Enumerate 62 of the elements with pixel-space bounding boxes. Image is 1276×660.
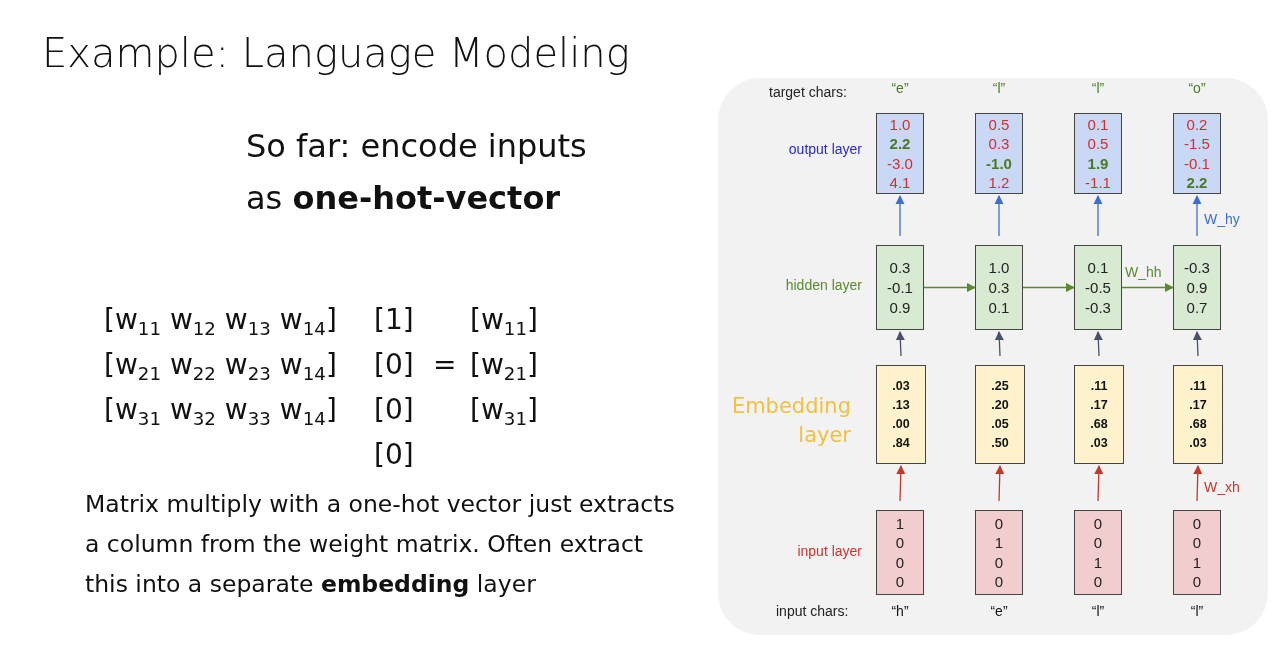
- arrow: [1022, 282, 1075, 293]
- arrow: [994, 331, 1004, 357]
- arrow: [1093, 195, 1103, 237]
- character-label: “o”: [1188, 80, 1206, 96]
- input-vector-box: 1 0 0 0: [876, 510, 924, 595]
- row-label: input chars:: [776, 603, 849, 619]
- layer-label: input layer: [797, 543, 862, 559]
- character-label: “l”: [1091, 603, 1105, 619]
- character-label: “l”: [1091, 80, 1105, 96]
- character-label: “e”: [891, 80, 909, 96]
- equals-sign: =: [433, 348, 457, 381]
- arrow: [1121, 282, 1174, 293]
- arrow: [1192, 195, 1202, 237]
- slide-title: Example: Language Modeling: [42, 30, 630, 76]
- arrow: [995, 465, 1005, 502]
- character-label: “l”: [1190, 603, 1204, 619]
- matrix-row: [w$_{31}$ w$_{32}$ w$_{33}$ w$_{14}$]: [104, 393, 337, 430]
- input-vector-box: 0 0 1 0: [1173, 510, 1221, 595]
- input-vector-box: 0 1 0 0: [975, 510, 1023, 595]
- character-label: “l”: [992, 80, 1006, 96]
- hidden-vector-box: -0.3 0.9 0.7: [1173, 245, 1221, 330]
- weight-label: W_hh: [1125, 263, 1162, 280]
- arrow: [1093, 331, 1103, 357]
- row-label: target chars:: [769, 84, 847, 100]
- statement-text: So far: encode inputs as one-hot-vector: [246, 126, 588, 219]
- matrix-row: [w$_{11}$ w$_{12}$ w$_{13}$ w$_{14}$]: [104, 303, 337, 340]
- embedding-vector-box: .25 .20 .05 .50: [975, 365, 1025, 464]
- embedding-vector-box: .11 .17 .68 .03: [1173, 365, 1223, 464]
- layer-label: Embedding layer: [731, 393, 851, 449]
- result-entry: [w$_{21}$]: [470, 348, 538, 385]
- layer-label: output layer: [788, 141, 862, 157]
- result-entry: [w$_{11}$]: [470, 303, 538, 340]
- output-vector-box: 1.0 2.2 -3.0 4.1: [876, 113, 924, 194]
- layer-label: hidden layer: [785, 277, 862, 293]
- weight-label: W_xh: [1204, 478, 1240, 495]
- arrow: [895, 195, 905, 237]
- embedding-vector-box: .11 .17 .68 .03: [1074, 365, 1124, 464]
- hidden-vector-box: 1.0 0.3 0.1: [975, 245, 1023, 330]
- arrow: [895, 331, 905, 357]
- arrow: [1193, 465, 1203, 502]
- arrow: [1192, 331, 1202, 357]
- arrow: [923, 282, 976, 293]
- vector-entry: [0]: [374, 393, 414, 426]
- embedding-vector-box: .03 .13 .00 .84: [876, 365, 926, 464]
- matrix-row: [w$_{21}$ w$_{22}$ w$_{23}$ w$_{14}$]: [104, 348, 337, 385]
- vector-entry: [1]: [374, 303, 414, 336]
- vector-entry: [0]: [374, 348, 414, 381]
- arrow: [896, 465, 906, 502]
- vector-entry: [0]: [374, 438, 414, 471]
- result-entry: [w$_{31}$]: [470, 393, 538, 430]
- explanation-text: Matrix multiply with a one-hot vector just extracts a column from the weight matrix. Often extract this into a separate embedding layer: [85, 489, 675, 600]
- weight-label: W_hy: [1204, 211, 1240, 227]
- character-label: “e”: [990, 603, 1008, 619]
- output-vector-box: 0.2 -1.5 -0.1 2.2: [1173, 113, 1221, 194]
- output-vector-box: 0.5 0.3 -1.0 1.2: [975, 113, 1023, 194]
- arrow: [1094, 465, 1104, 502]
- output-vector-box: 0.1 0.5 1.9 -1.1: [1074, 113, 1122, 194]
- arrow: [994, 195, 1004, 237]
- character-label: “h”: [891, 603, 909, 619]
- input-vector-box: 0 0 1 0: [1074, 510, 1122, 595]
- hidden-vector-box: 0.1 -0.5 -0.3: [1074, 245, 1122, 330]
- hidden-vector-box: 0.3 -0.1 0.9: [876, 245, 924, 330]
